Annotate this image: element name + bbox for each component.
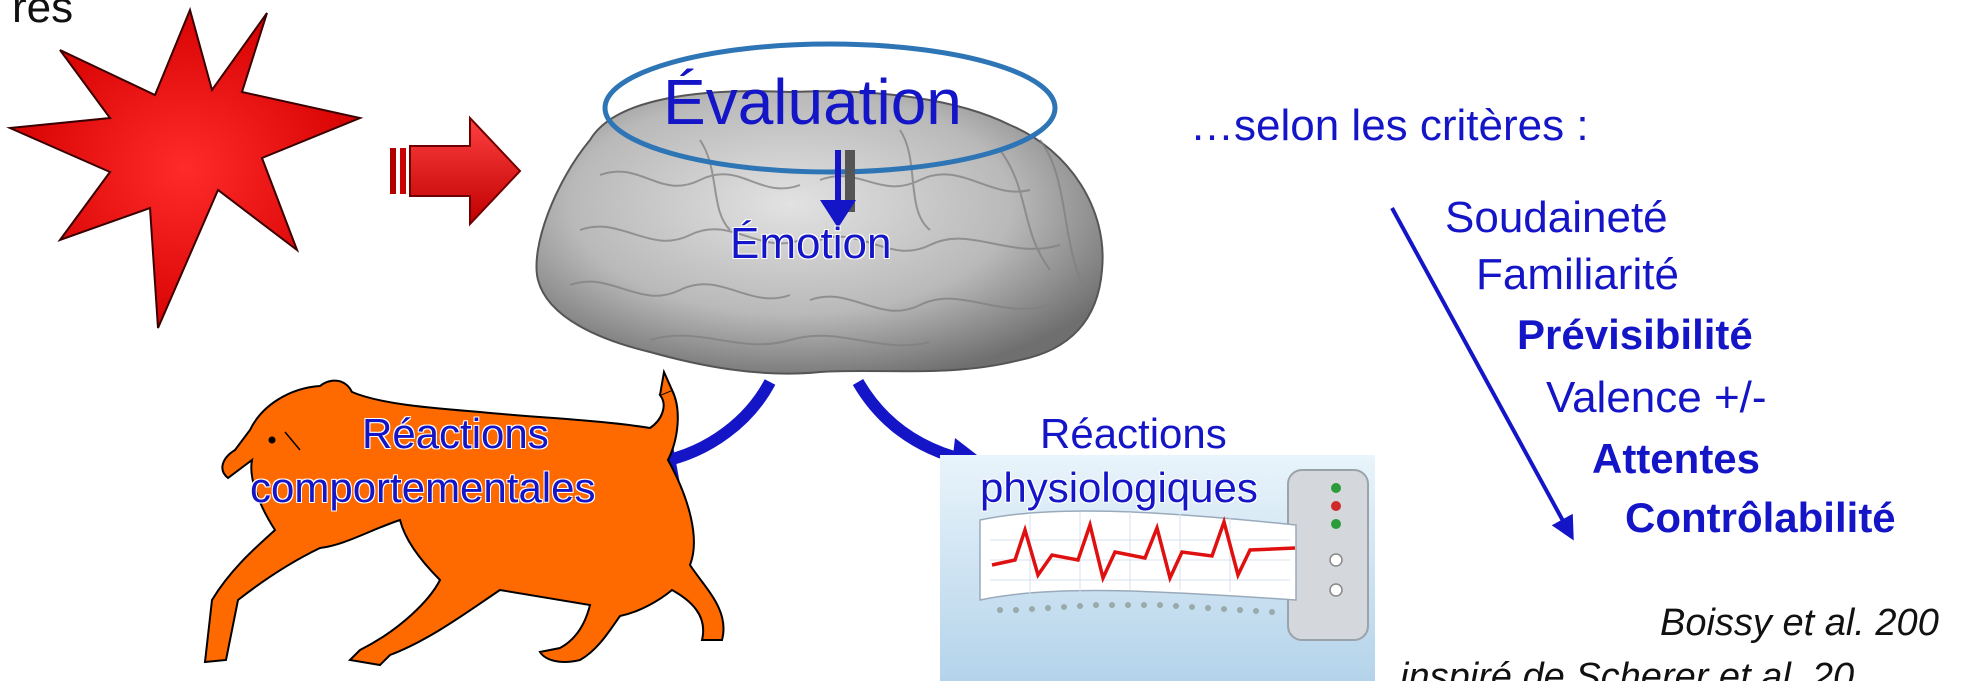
stimulus-label: res bbox=[12, 0, 73, 30]
criterion-controllability: Contrôlabilité bbox=[1625, 497, 1896, 539]
emotion-label: Émotion bbox=[730, 222, 891, 266]
physiological-reactions-line2: physiologiques bbox=[980, 467, 1258, 509]
evaluation-label: Évaluation bbox=[663, 70, 962, 134]
citation-line2: inspiré de Scherer et al. 20 bbox=[1400, 658, 1854, 681]
criterion-predictability: Prévisibilité bbox=[1517, 314, 1753, 356]
criterion-expectations: Attentes bbox=[1592, 438, 1760, 480]
stimulus-arrow-icon bbox=[390, 118, 520, 224]
arrow-to-physio-icon bbox=[858, 382, 965, 460]
criterion-familiarity: Familiarité bbox=[1476, 253, 1679, 297]
stimulus-star-icon bbox=[10, 10, 360, 328]
criterion-suddenness: Soudaineté bbox=[1445, 196, 1668, 240]
physiological-reactions-line1: Réactions bbox=[1040, 413, 1227, 455]
citation-line1: Boissy et al. 200 bbox=[1660, 604, 1939, 642]
criterion-valence: Valence +/- bbox=[1546, 376, 1767, 420]
criteria-heading: …selon les critères : bbox=[1190, 104, 1589, 148]
behavioral-reactions-line1: Réactions bbox=[362, 413, 549, 455]
behavioral-reactions-line2: comportementales bbox=[250, 467, 596, 509]
